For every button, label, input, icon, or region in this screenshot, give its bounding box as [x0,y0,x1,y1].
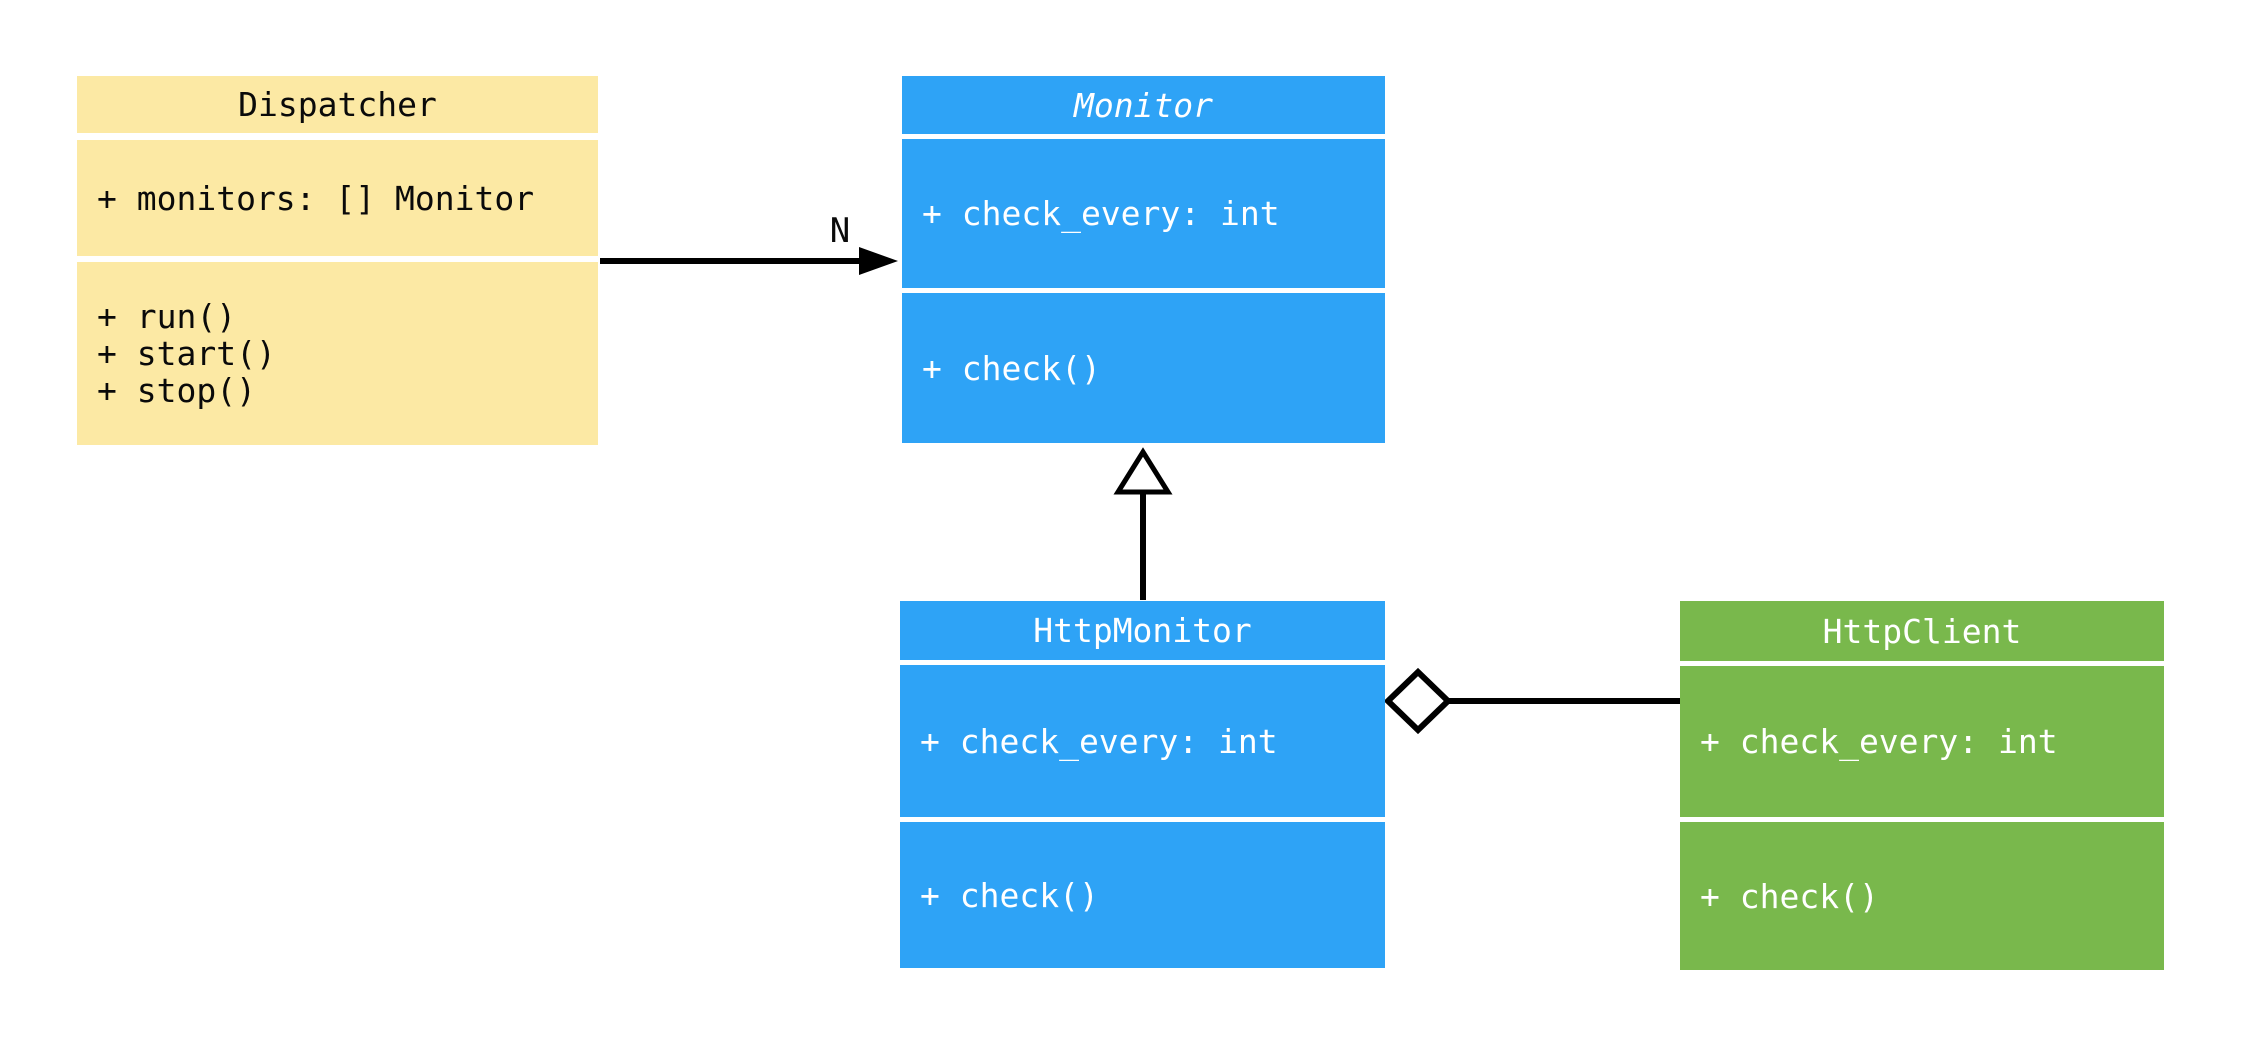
generalization-triangle-icon [1113,447,1173,495]
class-box-httpmonitor: HttpMonitor + check_every: int + check() [900,601,1385,968]
method-item: + check() [1700,876,1879,916]
class-methods-httpmonitor: + check() [900,822,1385,968]
method-item: + check() [920,875,1099,915]
class-title-httpmonitor: HttpMonitor [900,601,1385,660]
class-methods-dispatcher: + run() + start() + stop() [77,262,598,445]
class-box-dispatcher: Dispatcher + monitors: [] Monitor + run(… [77,76,598,445]
attribute-item: + check_every: int [1700,722,2058,761]
attribute-item: + check_every: int [922,194,1280,233]
attribute-item: + monitors: [] Monitor [97,178,535,218]
class-methods-monitor: + check() [902,293,1385,443]
class-title-dispatcher: Dispatcher [77,76,598,133]
aggregation-diamond-icon [1383,667,1453,735]
method-item: + check() [922,348,1101,388]
class-attributes-httpclient: + check_every: int [1680,666,2164,817]
class-attributes-monitor: + check_every: int [902,139,1385,288]
method-item: + stop() [97,371,256,410]
method-item: + start() [97,334,276,373]
class-title-httpclient: HttpClient [1680,601,2164,661]
class-methods-httpclient: + check() [1680,822,2164,970]
class-attributes-dispatcher: + monitors: [] Monitor [77,140,598,256]
association-arrowhead-icon [859,247,898,275]
class-title-monitor: Monitor [902,76,1385,134]
attribute-item: + check_every: int [920,721,1278,761]
class-box-httpclient: HttpClient + check_every: int + check() [1680,601,2164,970]
class-box-monitor: Monitor + check_every: int + check() [902,76,1385,443]
method-item: + run() [97,297,237,336]
association-multiplicity-label: N [829,211,851,251]
class-attributes-httpmonitor: + check_every: int [900,665,1385,817]
